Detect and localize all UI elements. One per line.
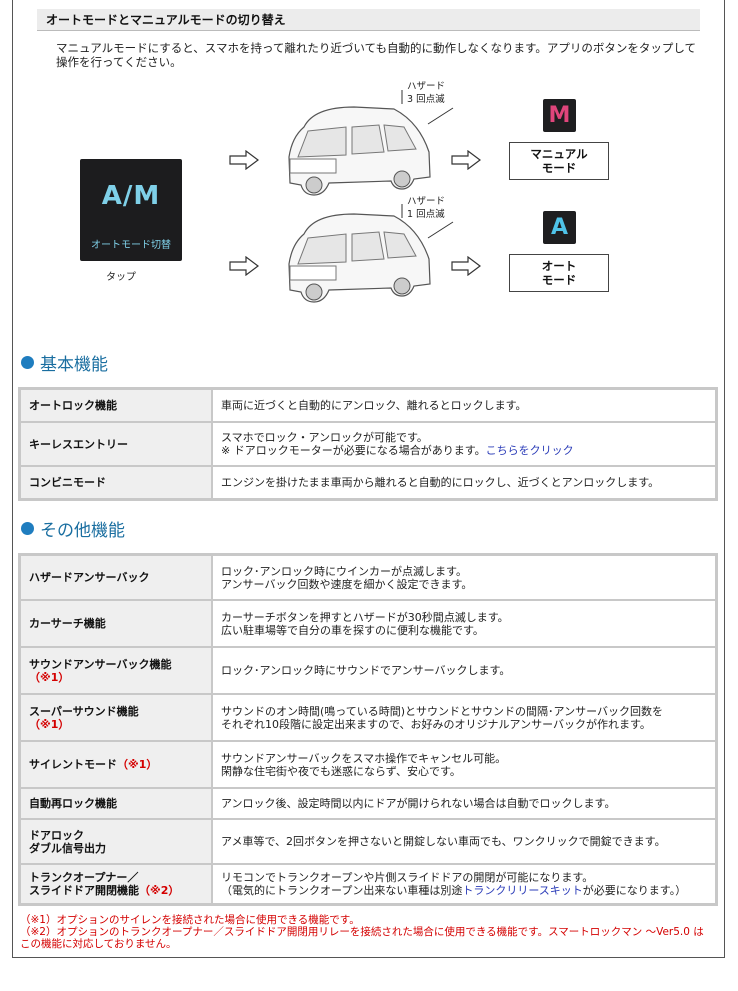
footnote-2: （※2）オプションのトランクオープナー／スライドドア開閉用リレーを接続された場合… <box>20 926 704 938</box>
am-icon-caption: オートモード切替 <box>91 240 171 251</box>
feature-name: ハザードアンサーバック <box>20 555 212 600</box>
feature-desc: リモコンでトランクオープンや片側スライドドアの開閉が可能になります。 （電気的に… <box>212 864 716 904</box>
auto-mode-box: オート モード <box>509 254 609 292</box>
hazard-label-manual: ハザード 3 回点滅 <box>407 81 446 105</box>
hazard-pointer <box>401 204 454 239</box>
footnote-1: （※1）オプションのサイレンを接続された場合に使用できる機能です。 <box>20 914 360 926</box>
bullet-icon <box>21 522 34 535</box>
other-table: ハザードアンサーバック ロック･アンロック時にウインカーが点滅します。 アンサー… <box>18 553 718 906</box>
intro-text: マニュアルモードにすると、スマホを持って離れたり近づいても自動的に動作しなくなり… <box>56 41 706 69</box>
arrow-right-icon <box>451 256 481 276</box>
section-title: オートモードとマニュアルモードの切り替え <box>37 9 700 31</box>
table-row: スーパーサウンド機能 （※1） サウンドのオン時間(鳴っている時間)とサウンドと… <box>20 694 716 741</box>
feature-desc: アメ車等で、2回ボタンを押さないと開錠しない車両でも、ワンクリックで開錠できます… <box>212 819 716 864</box>
feature-name: 自動再ロック機能 <box>20 788 212 819</box>
table-row: ドアロック ダブル信号出力 アメ車等で、2回ボタンを押さないと開錠しない車両でも… <box>20 819 716 864</box>
feature-desc: 車両に近づくと自動的にアンロック、離れるとロックします。 <box>212 389 716 422</box>
intro-line-1: マニュアルモードにすると、スマホを持って離れたり近づいても自動的に動作しなくなり… <box>56 41 696 55</box>
arrow-right-icon <box>451 150 481 170</box>
feature-desc: ロック･アンロック時にウインカーが点滅します。 アンサーバック回数や速度を細かく… <box>212 555 716 600</box>
table-row: コンビニモード エンジンを掛けたまま車両から離れると自動的にロックし、近づくとア… <box>20 466 716 499</box>
hazard-pointer <box>401 90 454 125</box>
footnotes: （※1）オプションのサイレンを接続された場合に使用できる機能です。 （※2）オプ… <box>20 914 720 950</box>
am-icon-label: A/M <box>101 181 161 211</box>
feature-name: トランクオープナー／ スライドドア開閉機能（※2） <box>20 864 212 904</box>
table-row: 自動再ロック機能 アンロック後、設定時間以内にドアが開けられない場合は自動でロッ… <box>20 788 716 819</box>
feature-name: キーレスエントリー <box>20 422 212 466</box>
arrow-right-icon <box>229 256 259 276</box>
feature-name: サイレントモード（※1） <box>20 741 212 788</box>
table-row: サイレントモード（※1） サウンドアンサーバックをスマホ操作でキャンセル可能。 … <box>20 741 716 788</box>
basic-table: オートロック機能 車両に近づくと自動的にアンロック、離れるとロックします。 キー… <box>18 387 718 501</box>
arrow-right-icon <box>229 150 259 170</box>
car-icon <box>288 106 431 196</box>
manual-mode-box: マニュアル モード <box>509 142 609 180</box>
tap-label: タップ <box>106 272 136 283</box>
feature-name: サウンドアンサーバック機能 （※1） <box>20 647 212 694</box>
feature-desc: エンジンを掛けたまま車両から離れると自動的にロックし、近づくとアンロックします。 <box>212 466 716 499</box>
feature-desc: アンロック後、設定時間以内にドアが開けられない場合は自動でロックします。 <box>212 788 716 819</box>
table-row: サウンドアンサーバック機能 （※1） ロック･アンロック時にサウンドでアンサーバ… <box>20 647 716 694</box>
manual-mode-icon: M <box>543 99 576 132</box>
feature-desc: カーサーチボタンを押すとハザードが30秒間点滅します。 広い駐車場等で自分の車を… <box>212 600 716 647</box>
table-row: キーレスエントリー スマホでロック・アンロックが可能です。 ※ ドアロックモータ… <box>20 422 716 466</box>
table-row: オートロック機能 車両に近づくと自動的にアンロック、離れるとロックします。 <box>20 389 716 422</box>
feature-name: コンビニモード <box>20 466 212 499</box>
hazard-label-auto: ハザード 1 回点滅 <box>407 196 446 220</box>
table-row: トランクオープナー／ スライドドア開閉機能（※2） リモコンでトランクオープンや… <box>20 864 716 904</box>
auto-mode-icon: A <box>543 211 576 244</box>
other-heading: その他機能 <box>21 516 125 541</box>
feature-name: ドアロック ダブル信号出力 <box>20 819 212 864</box>
car-icon <box>288 213 431 303</box>
footnote-2-cont: この機能に対応しておりません。 <box>20 938 177 950</box>
feature-desc: スマホでロック・アンロックが可能です。 ※ ドアロックモーターが必要になる場合が… <box>212 422 716 466</box>
feature-desc: サウンドのオン時間(鳴っている時間)とサウンドとサウンドの間隔･アンサーバック回… <box>212 694 716 741</box>
basic-heading: 基本機能 <box>21 350 108 375</box>
content-frame <box>12 0 725 958</box>
am-switch-icon[interactable]: A/M オートモード切替 <box>80 159 182 261</box>
feature-desc: ロック･アンロック時にサウンドでアンサーバックします。 <box>212 647 716 694</box>
feature-desc: サウンドアンサーバックをスマホ操作でキャンセル可能。 閑静な住宅街や夜でも迷惑に… <box>212 741 716 788</box>
bullet-icon <box>21 356 34 369</box>
intro-line-2: 操作を行ってください。 <box>56 55 182 69</box>
table-row: カーサーチ機能 カーサーチボタンを押すとハザードが30秒間点滅します。 広い駐車… <box>20 600 716 647</box>
click-here-link[interactable]: こちらをクリック <box>485 444 574 457</box>
trunk-release-kit-link[interactable]: トランクリリースキット <box>462 884 583 897</box>
table-row: ハザードアンサーバック ロック･アンロック時にウインカーが点滅します。 アンサー… <box>20 555 716 600</box>
feature-name: オートロック機能 <box>20 389 212 422</box>
feature-name: スーパーサウンド機能 （※1） <box>20 694 212 741</box>
feature-name: カーサーチ機能 <box>20 600 212 647</box>
